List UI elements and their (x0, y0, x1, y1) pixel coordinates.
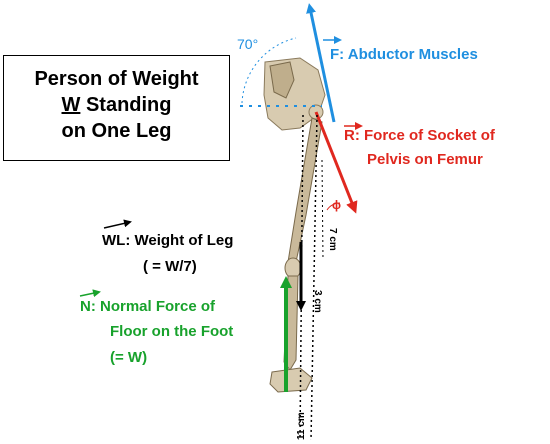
WL-vector-symbol (103, 219, 132, 229)
dimension-11cm: 11 cm (296, 412, 307, 440)
title-line-3: on One Leg (61, 120, 172, 142)
dimension-7cm: 7 cm (327, 228, 338, 251)
angle-label: 70° (237, 36, 259, 52)
WL-symbol: WL (102, 232, 126, 249)
femur-bone (287, 117, 323, 263)
vertical-dotted-line-3 (321, 159, 324, 261)
N-vector-symbol (79, 289, 101, 298)
N-label-line2: Floor on the Foot (110, 323, 234, 340)
title-box: Person of Weight W Standing on One Leg (3, 55, 230, 161)
WL-label-rest: : Weight of Leg (125, 232, 234, 249)
title-line-2-rest: Standing (80, 94, 172, 116)
knee-joint (284, 257, 302, 279)
F-label: F: Abductor Muscles (330, 46, 478, 63)
R-label-line1: R: Force of Socket of (344, 127, 495, 144)
weight-symbol: W (61, 94, 81, 116)
force-R-arrow (314, 111, 358, 214)
WL-label-line2: ( = W/7) (143, 258, 197, 275)
foot-bones (269, 367, 313, 393)
N-label-line3: (= W) (110, 349, 148, 366)
title-line-2: W Standing (4, 92, 229, 118)
WL-label: WL: Weight of Leg (102, 232, 233, 249)
N-label-line1: N: Normal Force of (80, 298, 216, 315)
R-label-line2: Pelvis on Femur (367, 151, 483, 168)
title-line-1: Person of Weight (34, 68, 199, 90)
vertical-dotted-line-1 (299, 114, 304, 441)
phi-label: ϕ (332, 198, 341, 212)
dimension-3cm: 3 cm (312, 290, 323, 313)
vertical-dotted-line-2 (310, 114, 318, 441)
angle-arc (241, 37, 297, 104)
leg-skeleton (263, 57, 326, 393)
force-F-arrow (306, 3, 336, 123)
phi-arc (326, 202, 341, 211)
sacrum-bone (269, 61, 295, 99)
